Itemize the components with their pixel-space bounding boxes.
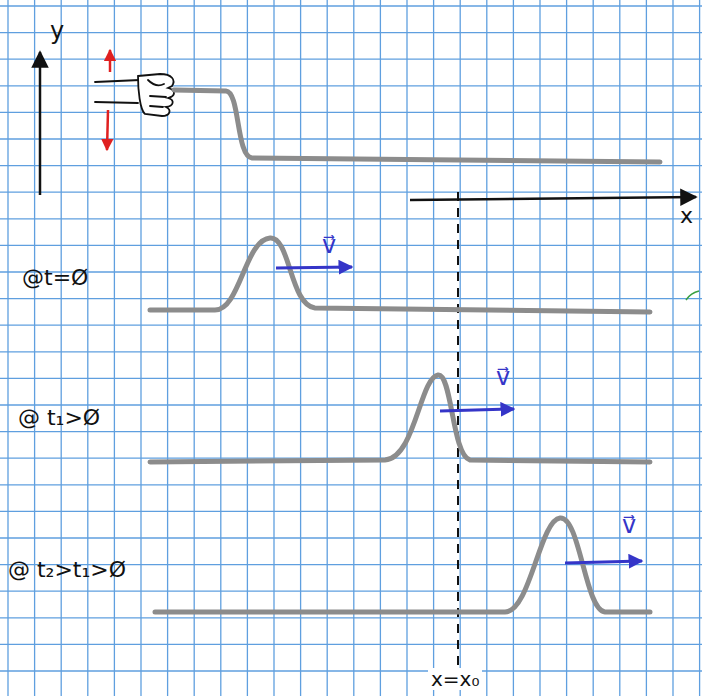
stray-mark <box>686 291 699 300</box>
grid-line <box>0 511 702 512</box>
position-label: x=x₀ <box>428 668 482 690</box>
grid-line <box>0 218 702 219</box>
grid-line <box>0 351 702 352</box>
up-motion-arrow <box>109 50 112 72</box>
grid-line <box>0 404 702 405</box>
hand-sketch <box>95 74 174 116</box>
velocity-label: v⃗ <box>496 364 510 390</box>
down-motion-arrow <box>107 110 108 150</box>
pulse-t2 <box>155 518 650 612</box>
grid-line <box>0 138 702 139</box>
pulse-t0 <box>150 238 650 312</box>
grid-line <box>0 670 702 671</box>
time-label: @t=Ø <box>22 266 88 290</box>
grid-line <box>0 431 702 432</box>
grid-line <box>0 59 702 60</box>
time-label: @ t₁>Ø <box>18 406 100 430</box>
grid-line <box>0 32 702 33</box>
axis-label: y <box>50 18 64 44</box>
axis-label: x <box>680 204 693 228</box>
grid-line <box>0 245 702 246</box>
grid-line <box>0 165 702 166</box>
pulse-t1 <box>150 375 650 462</box>
velocity-label: v⃗ <box>622 512 636 538</box>
time-label: @ t₂>t₁>Ø <box>8 558 126 582</box>
string-step <box>174 90 660 162</box>
velocity-arrow <box>440 409 514 411</box>
grid-line <box>0 617 702 618</box>
grid-line <box>0 192 702 193</box>
velocity-label: v⃗ <box>322 232 336 258</box>
grid-line <box>0 378 702 379</box>
grid-line <box>0 484 702 485</box>
velocity-arrow <box>276 267 352 268</box>
grid-line <box>0 271 702 272</box>
grid-line <box>0 85 702 86</box>
grid-line <box>0 298 702 299</box>
grid-line <box>0 591 702 592</box>
grid-line <box>0 325 702 326</box>
grid-line <box>0 537 702 538</box>
y-axis <box>39 52 42 195</box>
x-axis <box>410 197 696 200</box>
grid-line <box>0 112 702 113</box>
grid-line <box>0 5 702 6</box>
grid-line <box>0 644 702 645</box>
velocity-arrow <box>565 561 642 563</box>
